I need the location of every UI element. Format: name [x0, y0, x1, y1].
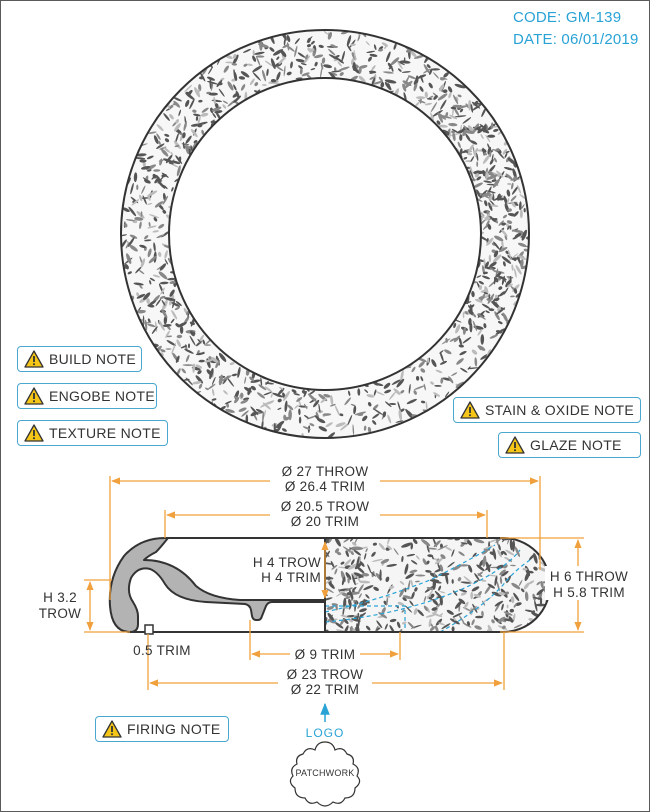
- glaze-note-label: GLAZE NOTE: [530, 437, 622, 453]
- warning-triangle-icon: [102, 720, 122, 738]
- build-note-label: BUILD NOTE: [49, 351, 137, 367]
- dim-h3-2-trow: TROW: [39, 606, 81, 621]
- patchwork-logo-stamp: PATCHWORK: [289, 741, 361, 807]
- dim-dia-20-trim: Ø 20 TRIM: [291, 514, 359, 529]
- dim-h6-throw: H 6 THROW: [550, 569, 628, 584]
- warning-triangle-icon: [460, 401, 480, 419]
- dim-dia-20-5-trow: Ø 20.5 TROW: [281, 499, 370, 514]
- warning-triangle-icon: [24, 350, 44, 368]
- texture-note-label: TEXTURE NOTE: [49, 425, 161, 441]
- texture-note-button[interactable]: TEXTURE NOTE: [17, 420, 168, 446]
- dim-dia-22-trim: Ø 22 TRIM: [291, 682, 359, 697]
- stain-oxide-note-label: STAIN & OXIDE NOTE: [485, 402, 635, 418]
- drawing-code: CODE: GM-139: [513, 9, 622, 26]
- dim-dia-26-4-trim: Ø 26.4 TRIM: [285, 479, 365, 494]
- dim-h3-2: H 3.2: [43, 590, 77, 605]
- section-view: [108, 537, 551, 635]
- dim-h4-trow: H 4 TROW: [253, 555, 321, 570]
- warning-triangle-icon: [24, 387, 44, 405]
- dim-0-5-trim: 0.5 TRIM: [133, 643, 191, 658]
- engobe-note-button[interactable]: ENGOBE NOTE: [17, 383, 157, 409]
- warning-triangle-icon: [24, 424, 44, 442]
- top-view-ring: [120, 29, 530, 439]
- logo-marker: LOGO: [306, 702, 345, 740]
- drawing-date: DATE: 06/01/2019: [513, 31, 639, 48]
- firing-note-button[interactable]: FIRING NOTE: [95, 716, 229, 742]
- stain-oxide-note-button[interactable]: STAIN & OXIDE NOTE: [453, 397, 641, 423]
- dim-h5-8-trim: H 5.8 TRIM: [553, 585, 625, 600]
- logo-arrow-label: LOGO: [306, 726, 345, 740]
- logo-stamp-text: PATCHWORK: [296, 768, 355, 778]
- glaze-note-button[interactable]: GLAZE NOTE: [498, 432, 641, 458]
- engobe-note-label: ENGOBE NOTE: [49, 388, 155, 404]
- firing-note-label: FIRING NOTE: [127, 721, 221, 737]
- dim-dia-9-trim: Ø 9 TRIM: [295, 647, 356, 662]
- rim-profile: [108, 537, 326, 633]
- dim-dia-23-trow: Ø 23 TROW: [287, 667, 364, 682]
- warning-triangle-icon: [505, 436, 525, 454]
- build-note-button[interactable]: BUILD NOTE: [17, 346, 142, 372]
- dim-dia-27-throw: Ø 27 THROW: [282, 464, 369, 479]
- dim-h4-trim: H 4 TRIM: [261, 570, 321, 585]
- dimension-labels: Ø 27 THROW Ø 26.4 TRIM Ø 20.5 TROW Ø 20 …: [34, 463, 633, 698]
